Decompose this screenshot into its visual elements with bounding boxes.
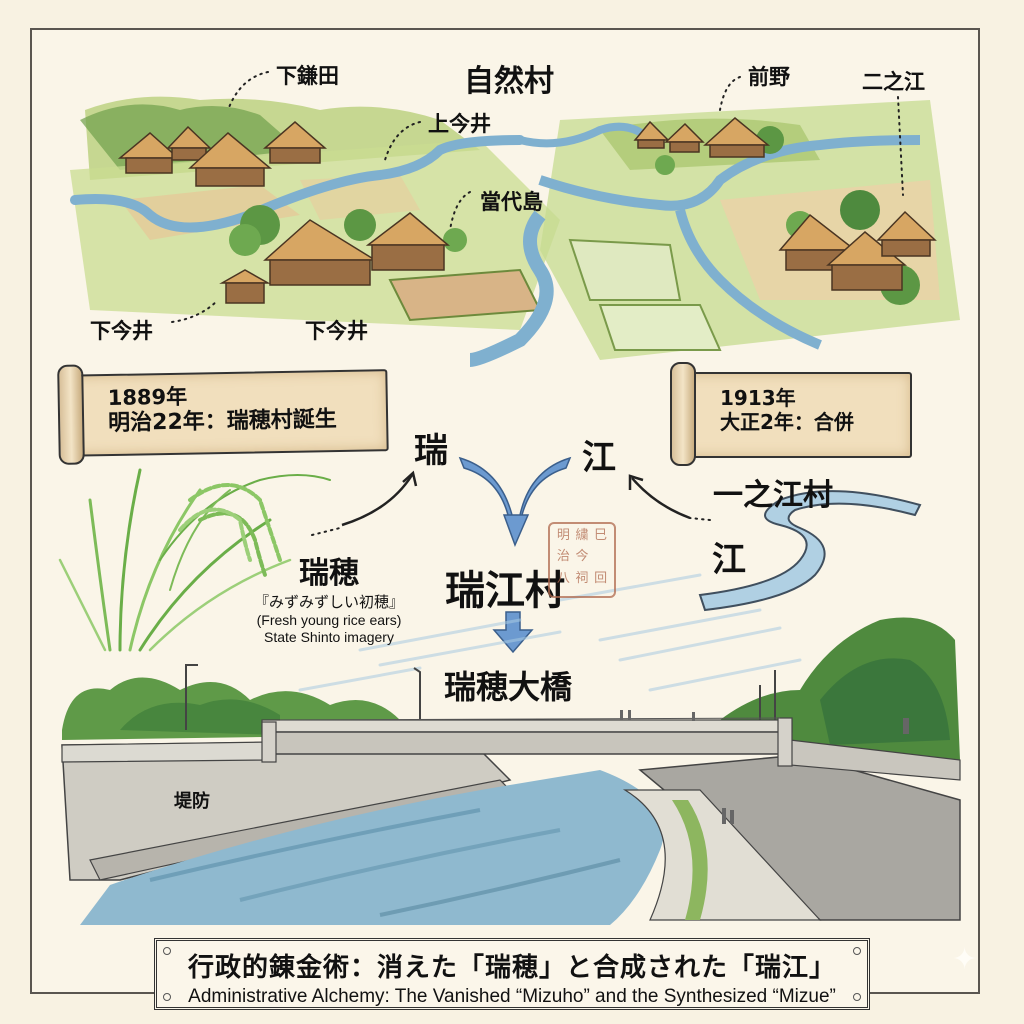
rivet-icon bbox=[853, 993, 861, 1001]
hamlet-label-todaijima: 當代島 bbox=[480, 190, 543, 214]
banner-title-jp: 行政的錬金術：消えた「瑞穂」と合成された「瑞江」 bbox=[187, 953, 836, 983]
hamlet-label-shimoimai-left: 下今井 bbox=[90, 319, 153, 343]
hamlet-label-shimoimai-center: 下今井 bbox=[305, 319, 368, 343]
hamlet-label-ninoe: 二之江 bbox=[862, 70, 925, 94]
mizuho-meaning-jp: 『みずみずしい初穂』 bbox=[253, 593, 404, 611]
mizuho-note: State Shinto imagery bbox=[264, 629, 394, 645]
scroll-1913: 1913年 大正2年：合併 bbox=[670, 362, 912, 466]
mizuho-word: 瑞穂 bbox=[299, 556, 359, 591]
scroll-1889: 1889年 明治22年：瑞穂村誕生 bbox=[57, 364, 389, 465]
red-seal-stamp: 明 繍 巳 治 今 八 祠 回 bbox=[548, 522, 616, 598]
title-natural-villages: 自然村 bbox=[464, 64, 554, 99]
mizuho-meaning-en: (Fresh young rice ears) bbox=[256, 612, 402, 628]
hamlet-label-kamiimai: 上今井 bbox=[428, 112, 491, 136]
mizuho-origin-block: 瑞穂 『みずみずしい初穂』 (Fresh young rice ears) St… bbox=[234, 556, 424, 646]
merge-arrows bbox=[458, 456, 572, 654]
hamlet-label-maeno: 前野 bbox=[748, 65, 790, 89]
embankment-label: 堤防 bbox=[174, 791, 210, 812]
village-landscape-illustration bbox=[70, 96, 960, 367]
scroll-1889-event: 明治22年：瑞穂村誕生 bbox=[107, 407, 337, 437]
hamlet-label-shimokamada: 下鎌田 bbox=[276, 64, 339, 88]
rice-plant-illustration bbox=[58, 468, 331, 652]
scroll-roll-icon bbox=[57, 364, 85, 465]
title-banner: 行政的錬金術：消えた「瑞穂」と合成された「瑞江」 Administrative … bbox=[154, 938, 870, 1010]
river-char-e: 江 bbox=[712, 540, 746, 580]
merge-char-mizu: 瑞 bbox=[414, 431, 448, 471]
rivet-icon bbox=[163, 993, 171, 1001]
river-swirl-illustration bbox=[698, 490, 922, 612]
scroll-1913-event: 大正2年：合併 bbox=[720, 410, 854, 434]
banner-title-en: Administrative Alchemy: The Vanished “Mi… bbox=[188, 986, 836, 1007]
river-bridge-illustration bbox=[61, 617, 961, 925]
result-village-mizue: 瑞江村 bbox=[445, 568, 565, 614]
rivet-icon bbox=[163, 947, 171, 955]
merge-char-e: 江 bbox=[582, 438, 616, 478]
sparkle-icon: ✦ bbox=[952, 942, 978, 977]
scroll-1913-year: 1913年 bbox=[720, 386, 796, 410]
source-village-ichinoe: 一之江村 bbox=[713, 478, 833, 513]
bridge-name-label: 瑞穂大橋 bbox=[444, 668, 573, 706]
scroll-roll-icon bbox=[670, 362, 696, 466]
rivet-icon bbox=[853, 947, 861, 955]
